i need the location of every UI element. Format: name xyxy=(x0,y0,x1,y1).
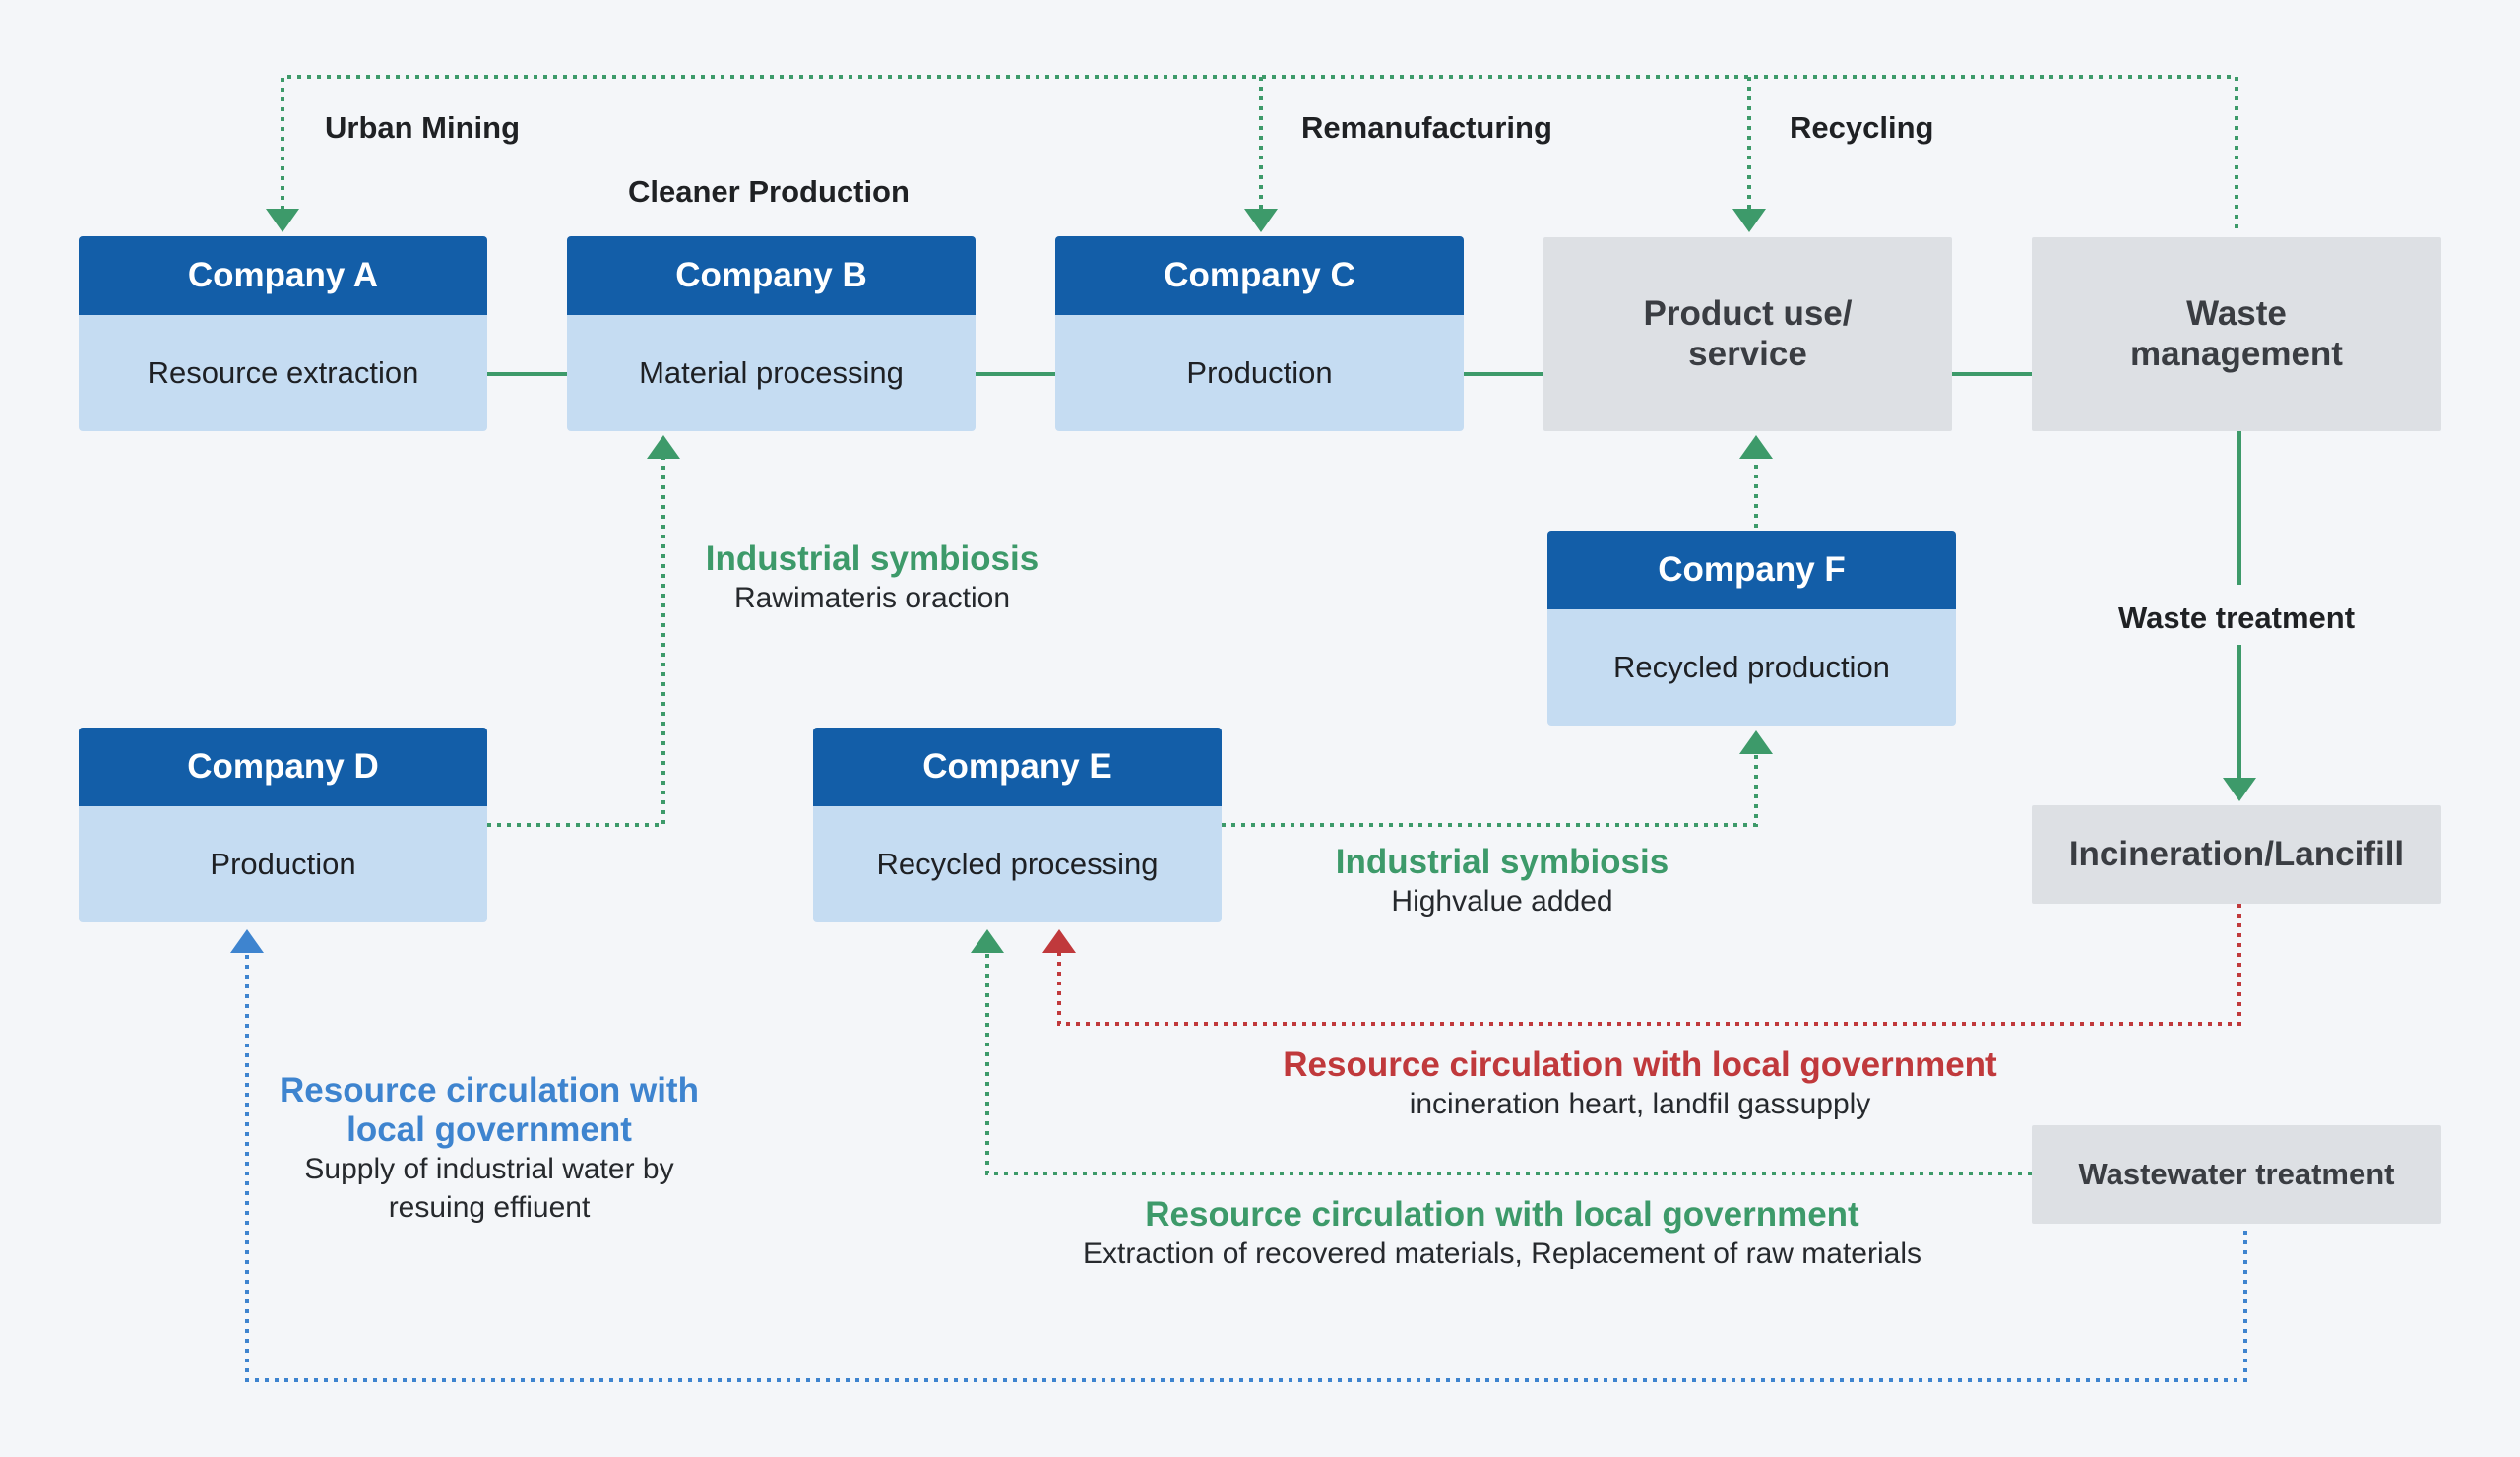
gov-red-sub: incineration heart, landfil gassupply xyxy=(1409,1088,1871,1120)
symbiosis-e-f xyxy=(1222,750,1758,827)
waste-management-box: Waste management xyxy=(2032,237,2441,431)
remanufacturing-label: Remanufacturing xyxy=(1301,110,1552,145)
arrow-into-company-a xyxy=(266,209,299,232)
arrow-gov-red-into-e xyxy=(1042,929,1076,953)
gov-red-title: Resource circulation with local governme… xyxy=(1283,1045,1997,1084)
company-d-box: Company D Production xyxy=(79,728,487,922)
symbiosis-title-1: Industrial symbiosis xyxy=(705,539,1040,578)
company-b-box: Company B Material processing xyxy=(567,236,976,431)
gov-green-title: Resource circulation with local governme… xyxy=(1145,1195,1859,1234)
symbiosis-sub-2: Highvalue added xyxy=(1391,885,1613,918)
company-a-role: Resource extraction xyxy=(79,315,487,431)
company-d-name: Company D xyxy=(79,728,487,806)
company-b-name: Company B xyxy=(567,236,976,315)
urban-mining-label: Urban Mining xyxy=(325,110,521,145)
company-e-box: Company E Recycled processing xyxy=(813,728,1222,922)
company-c-box: Company C Production xyxy=(1055,236,1464,431)
gov-green-loop xyxy=(985,951,2032,1175)
company-e-role: Recycled processing xyxy=(813,806,1222,922)
symbiosis-caption-1: Industrial symbiosis Rawimateris oractio… xyxy=(675,539,1069,617)
gov-red-caption: Resource circulation with local governme… xyxy=(1246,1045,2034,1123)
arrow-into-company-b xyxy=(647,435,680,459)
company-d-role: Production xyxy=(79,806,487,922)
gov-red-loop xyxy=(1057,904,2241,1026)
symbiosis-d-b xyxy=(487,455,665,827)
gov-green-caption: Resource circulation with local governme… xyxy=(1010,1195,1994,1273)
company-f-role: Recycled production xyxy=(1547,609,1956,726)
company-a-name: Company A xyxy=(79,236,487,315)
company-b-role: Material processing xyxy=(567,315,976,431)
symbiosis-caption-2: Industrial symbiosis Highvalue added xyxy=(1305,843,1699,920)
arrow-into-product-use xyxy=(1732,209,1766,232)
arrow-into-company-c xyxy=(1244,209,1278,232)
arrow-gov-blue-into-d xyxy=(230,929,264,953)
arrow-gov-green-into-e xyxy=(971,929,1004,953)
symbiosis-sub-1: Rawimateris oraction xyxy=(733,582,1011,614)
company-e-name: Company E xyxy=(813,728,1222,806)
symbiosis-title-2: Industrial symbiosis xyxy=(1335,843,1670,881)
company-c-role: Production xyxy=(1055,315,1464,431)
company-c-name: Company C xyxy=(1055,236,1464,315)
company-f-name: Company F xyxy=(1547,531,1956,609)
gov-blue-loop xyxy=(245,951,2247,1382)
recycling-label: Recycling xyxy=(1790,110,1934,145)
product-use-box: Product use/ service xyxy=(1544,237,1952,431)
incineration-box: Incineration/Lancifill xyxy=(2032,805,2441,904)
company-f-box: Company F Recycled production xyxy=(1547,531,1956,726)
arrow-into-company-f xyxy=(1739,730,1773,754)
company-a-box: Company A Resource extraction xyxy=(79,236,487,431)
gov-green-sub: Extraction of recovered materials, Repla… xyxy=(1082,1237,1922,1270)
cleaner-production-label: Cleaner Production xyxy=(628,174,910,209)
waste-treatment-label: Waste treatment xyxy=(2114,599,2360,638)
gov-blue-caption: Resource circulation with local governme… xyxy=(243,1071,735,1227)
gov-blue-sub: Supply of industrial water by resuing ef… xyxy=(304,1153,674,1224)
wastewater-box: Wastewater treatment xyxy=(2032,1125,2441,1224)
gov-blue-title: Resource circulation with local governme… xyxy=(280,1071,699,1149)
arrow-up-to-product-use xyxy=(1739,435,1773,459)
arrow-into-incineration xyxy=(2223,778,2256,801)
